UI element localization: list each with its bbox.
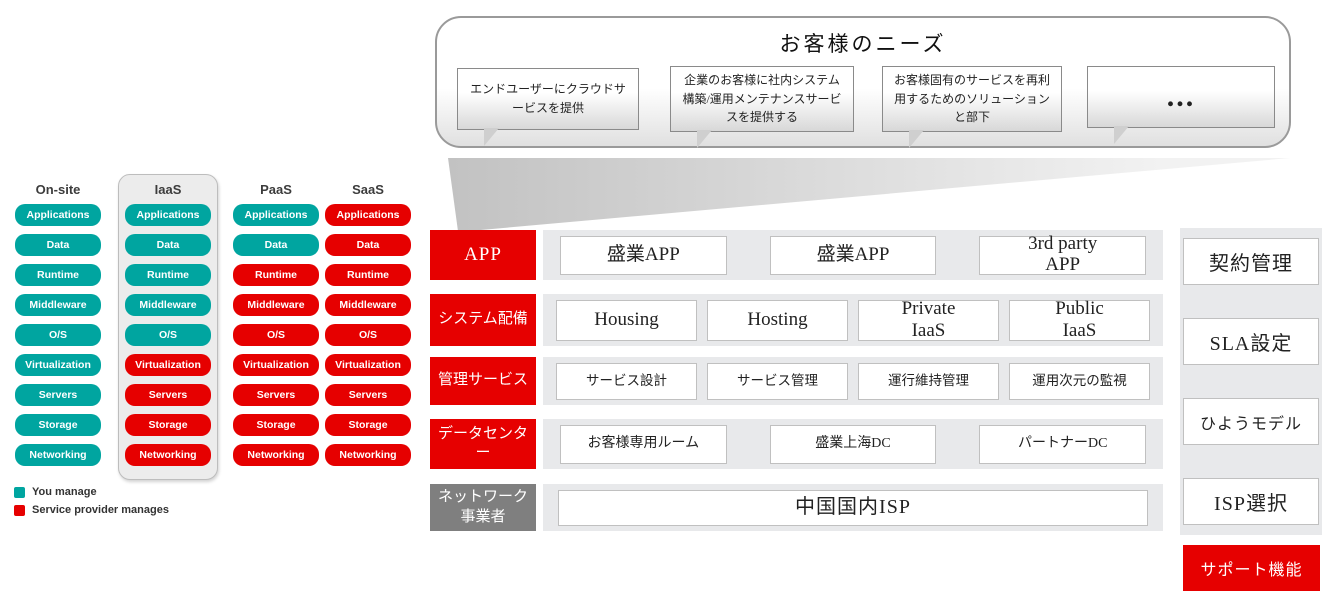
layer-pill-storage: Storage: [325, 414, 411, 436]
layer-pill-middleware: Middleware: [15, 294, 101, 316]
layer-pill-o-s: O/S: [125, 324, 211, 346]
layer-pill-virtualization: Virtualization: [325, 354, 411, 376]
service-model-title: PaaS: [260, 182, 292, 197]
layer-pill-networking: Networking: [233, 444, 319, 466]
stack-row-band: 中国国内ISP: [543, 484, 1163, 531]
need-bubble-4: ...: [1087, 66, 1275, 144]
stack-row-item: ネットワーク事業者中国国内ISP: [430, 484, 1163, 531]
stack-row-label: データセンター: [430, 419, 536, 469]
layer-pill-o-s: O/S: [15, 324, 101, 346]
stack-row-band: お客様専用ルーム 盛業上海DC パートナーDC: [543, 419, 1163, 469]
layer-pill-data: Data: [325, 234, 411, 256]
stack-cell-item: 運行維持管理: [858, 362, 999, 400]
stack-cell-dc: 盛業上海DC: [769, 424, 937, 464]
stack-row-label: システム配備: [430, 294, 536, 346]
layer-pill-networking: Networking: [15, 444, 101, 466]
layer-pill-o-s: O/S: [325, 324, 411, 346]
need-bubble-1: エンドユーザーにクラウドサービスを提供: [457, 68, 639, 146]
layer-pill-applications: Applications: [15, 204, 101, 226]
stack-cell-3rd-party-app: 3rd party APP: [979, 233, 1147, 275]
support-functions-badge: サポート機能: [1183, 545, 1320, 591]
stack-cell-private-iaas: Private IaaS: [858, 298, 999, 341]
layer-pill-runtime: Runtime: [125, 264, 211, 286]
stack-cell-housing: Housing: [556, 299, 697, 341]
layer-pill-data: Data: [233, 234, 319, 256]
need-bubble-2: 企業のお客様に社内システム構築/運用メンテナンスサービスを提供する: [670, 66, 854, 148]
layer-pill-storage: Storage: [15, 414, 101, 436]
side-item-item: 契約管理: [1183, 238, 1319, 285]
layer-pill-runtime: Runtime: [325, 264, 411, 286]
stack-row-band: サービス設計サービス管理運行維持管理運用次元の監視: [543, 357, 1163, 405]
layer-pill-middleware: Middleware: [233, 294, 319, 316]
stack-row-item: データセンターお客様専用ルーム 盛業上海DC パートナーDC: [430, 419, 1163, 469]
stack-row-label: 管理サービス: [430, 357, 536, 405]
stack-cell-app: 盛業APP: [560, 235, 727, 275]
layer-pill-applications: Applications: [233, 204, 319, 226]
stack-row-item: 管理サービスサービス設計サービス管理運行維持管理運用次元の監視: [430, 357, 1163, 405]
customer-needs-title: お客様のニーズ: [779, 32, 947, 56]
legend-item-you-manage: You manage: [14, 486, 169, 498]
side-functions-panel: 契約管理 SLA設定ひようモデル ISP選択: [1180, 228, 1322, 535]
service-model-title: On-site: [35, 182, 81, 197]
provider-manages-swatch: [14, 504, 25, 516]
layer-pill-virtualization: Virtualization: [15, 354, 101, 376]
layer-pill-servers: Servers: [325, 384, 411, 406]
stack-row-label: APP: [430, 230, 536, 280]
layer-pill-networking: Networking: [125, 444, 211, 466]
stack-row-app: APP 盛業APP 盛業APP 3rd party APP: [430, 230, 1163, 280]
layer-pill-applications: Applications: [125, 204, 211, 226]
stack-cell-hosting: Hosting: [707, 299, 848, 341]
side-item-item: ひようモデル: [1183, 398, 1319, 445]
side-item-sla: SLA設定: [1183, 318, 1319, 365]
you-manage-swatch: [14, 486, 25, 498]
stack-row-label: ネットワーク事業者: [430, 484, 536, 531]
stack-cell-item: サービス設計: [556, 362, 697, 400]
funnel-wedge: [448, 158, 1290, 232]
side-item-isp: ISP選択: [1183, 478, 1319, 525]
service-model-title: SaaS: [352, 182, 384, 197]
layer-pill-middleware: Middleware: [125, 294, 211, 316]
legend: You manage Service provider manages: [14, 486, 169, 522]
layer-pill-o-s: O/S: [233, 324, 319, 346]
legend-item-provider-manages: Service provider manages: [14, 504, 169, 516]
legend-label-you-manage: You manage: [32, 486, 97, 498]
legend-label-provider-manages: Service provider manages: [32, 504, 169, 516]
layer-pill-data: Data: [15, 234, 101, 256]
stack-cell-item: お客様専用ルーム: [560, 424, 727, 464]
layer-pill-networking: Networking: [325, 444, 411, 466]
layer-pill-servers: Servers: [15, 384, 101, 406]
layer-pill-runtime: Runtime: [15, 264, 101, 286]
stack-cell-item: 運用次元の監視: [1009, 362, 1150, 400]
stack-cell-public-iaas: Public IaaS: [1009, 298, 1150, 341]
layer-pill-data: Data: [125, 234, 211, 256]
layer-pill-storage: Storage: [125, 414, 211, 436]
layer-pill-virtualization: Virtualization: [125, 354, 211, 376]
layer-pill-runtime: Runtime: [233, 264, 319, 286]
layer-pill-servers: Servers: [233, 384, 319, 406]
stack-cell-item: サービス管理: [707, 362, 848, 400]
stack-cell-isp: 中国国内ISP: [558, 489, 1148, 526]
service-model-title: IaaS: [154, 182, 182, 197]
need-bubbles: エンドユーザーにクラウドサービスを提供企業のお客様に社内システム構築/運用メンテ…: [437, 18, 1289, 148]
layer-pill-virtualization: Virtualization: [233, 354, 319, 376]
layer-pill-middleware: Middleware: [325, 294, 411, 316]
stack-cell-app: 盛業APP: [769, 235, 937, 275]
layer-pill-servers: Servers: [125, 384, 211, 406]
layer-pill-storage: Storage: [233, 414, 319, 436]
layer-pill-applications: Applications: [325, 204, 411, 226]
stack-row-band: 盛業APP 盛業APP 3rd party APP: [543, 230, 1163, 280]
stack-cell-dc: パートナーDC: [979, 424, 1147, 464]
need-bubble-3: お客様固有のサービスを再利用するためのソリューションと部下: [882, 66, 1062, 148]
customer-needs-callout: お客様のニーズ エンドユーザーにクラウドサービスを提供企業のお客様に社内システム…: [435, 16, 1291, 148]
